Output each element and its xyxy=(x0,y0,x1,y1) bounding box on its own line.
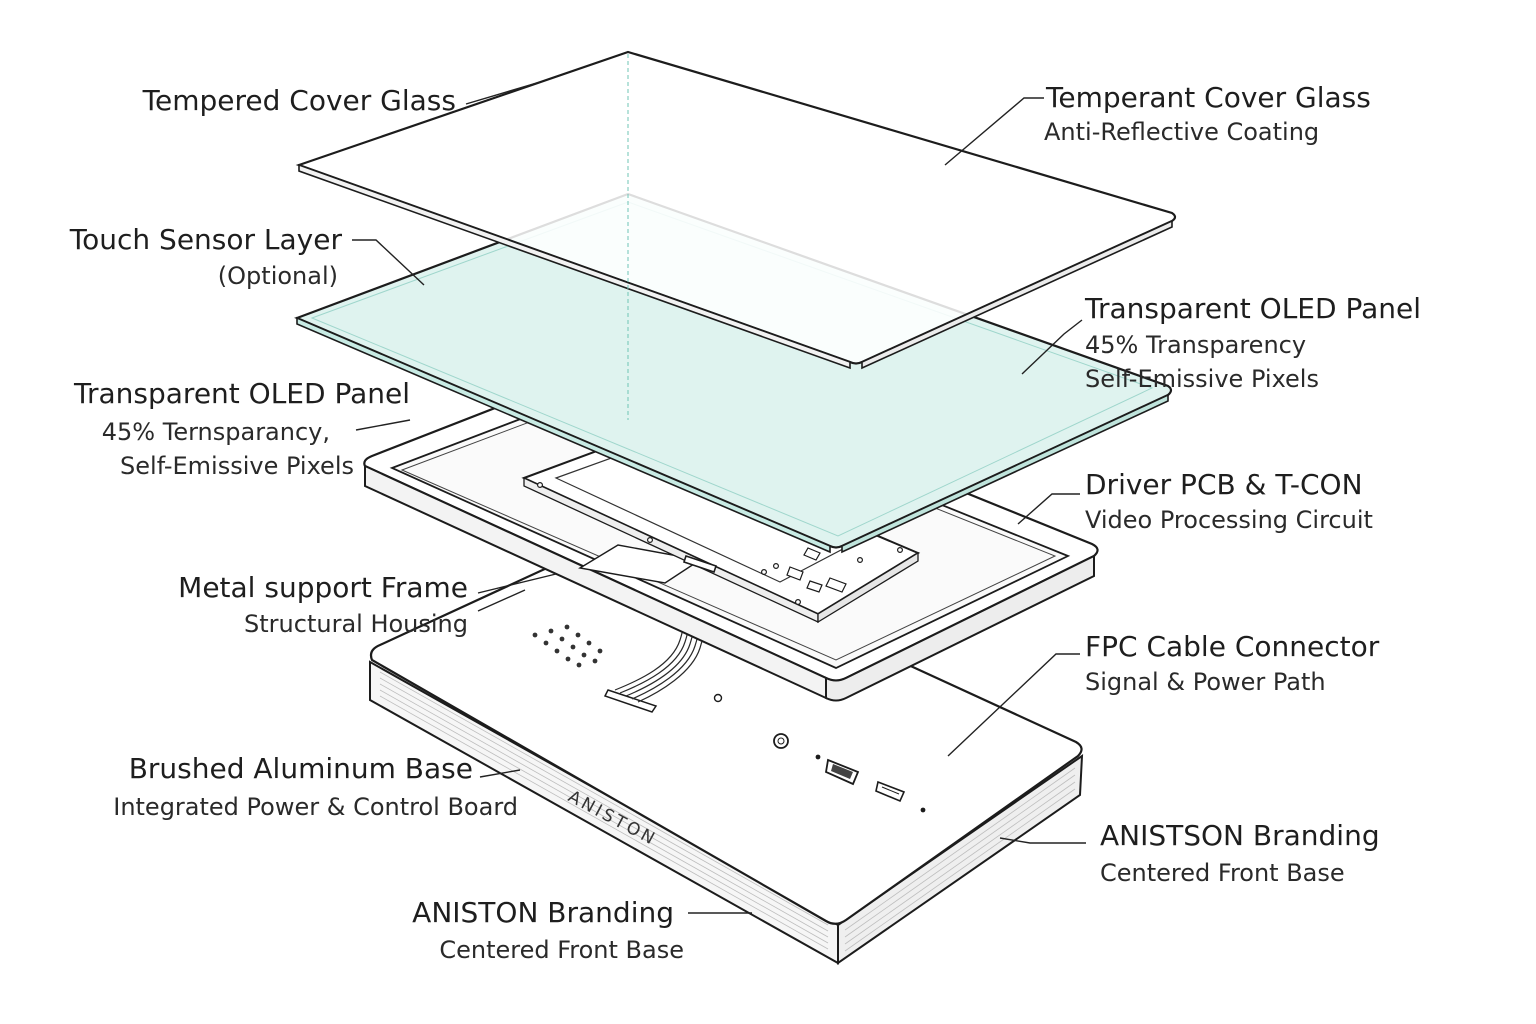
label-fpc-cable: FPC Cable Connector Signal & Power Path xyxy=(1085,630,1380,696)
label-aluminum-base: Brushed Aluminum Base Integrated Power &… xyxy=(113,752,518,821)
oled-touch-layer xyxy=(294,192,1173,554)
label-subtitle: Centered Front Base xyxy=(1100,859,1345,887)
usb-port-icon xyxy=(875,780,906,803)
label-title: Temperant Cover Glass xyxy=(1045,81,1371,114)
label-title: ANISTON Branding xyxy=(412,896,674,929)
label-metal-frame: Metal support Frame Structural Housing xyxy=(178,571,468,638)
label-subtitle: Structural Housing xyxy=(244,610,468,638)
power-button-icon xyxy=(773,733,789,749)
label-subtitle: (Optional) xyxy=(218,262,338,290)
label-subtitle: 45% Ternsparancy, xyxy=(102,418,330,446)
label-title: Brushed Aluminum Base xyxy=(129,752,473,785)
driver-pcb xyxy=(521,433,921,624)
tempered-cover-glass xyxy=(295,50,1177,370)
label-touch-sensor: Touch Sensor Layer (Optional) xyxy=(69,223,343,290)
label-title: FPC Cable Connector xyxy=(1085,630,1380,663)
label-branding-right: ANISTSON Branding Centered Front Base xyxy=(1100,819,1380,887)
label-subtitle: Video Processing Circuit xyxy=(1085,506,1373,534)
label-title: Transparent OLED Panel xyxy=(1084,292,1421,325)
label-title: Metal support Frame xyxy=(178,571,468,604)
label-tempered-glass-left: Tempered Cover Glass xyxy=(142,84,456,117)
label-subtitle: Centered Front Base xyxy=(439,936,684,964)
label-subtitle: Signal & Power Path xyxy=(1085,668,1326,696)
label-subtitle: 45% Transparency xyxy=(1085,331,1306,359)
label-title: ANISTSON Branding xyxy=(1100,819,1380,852)
label-subtitle: Self-Emissive Pixels xyxy=(120,452,354,480)
label-subtitle: Self-Emissive Pixels xyxy=(1085,365,1319,393)
base-ports xyxy=(713,693,926,813)
label-driver-pcb: Driver PCB & T-CON Video Processing Circ… xyxy=(1085,468,1373,534)
label-subtitle: Integrated Power & Control Board xyxy=(113,793,518,821)
aluminum-base: ANISTON xyxy=(369,534,1084,965)
leader-lines xyxy=(352,81,1086,914)
speaker-grille-icon xyxy=(532,624,603,668)
label-oled-left: Transparent OLED Panel 45% Ternsparancy,… xyxy=(73,377,410,480)
label-branding-bottom: ANISTON Branding Centered Front Base xyxy=(412,896,684,964)
label-oled-right: Transparent OLED Panel 45% Transparency … xyxy=(1084,292,1421,393)
label-title: Touch Sensor Layer xyxy=(69,223,343,256)
label-subtitle: Anti-Reflective Coating xyxy=(1044,118,1319,146)
label-tempered-glass-right: Temperant Cover Glass Anti-Reflective Co… xyxy=(1044,81,1371,146)
label-title: Tempered Cover Glass xyxy=(142,84,456,117)
label-title: Driver PCB & T-CON xyxy=(1085,468,1363,501)
label-title: Transparent OLED Panel xyxy=(73,377,410,410)
